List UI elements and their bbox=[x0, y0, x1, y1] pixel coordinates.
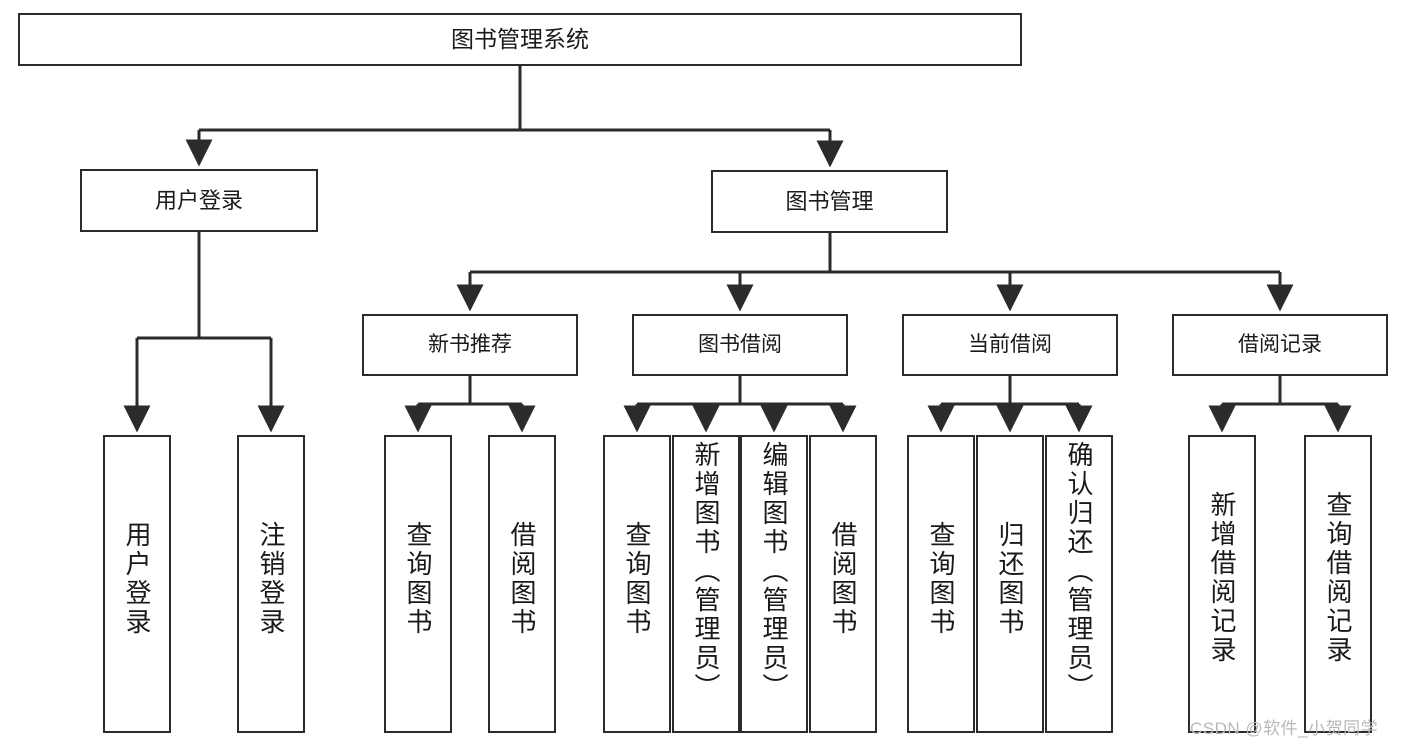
node-label: 用户登录 bbox=[122, 521, 152, 637]
leaf-logout[interactable]: 注销登录 bbox=[237, 435, 305, 733]
node-book-borrow[interactable]: 图书借阅 bbox=[632, 314, 848, 376]
leaf-edit-book-admin[interactable]: 编辑图书（管理员） bbox=[740, 435, 808, 733]
node-book-management[interactable]: 图书管理 bbox=[711, 170, 948, 233]
node-label: 借阅图书 bbox=[828, 521, 858, 637]
node-new-book-recommend[interactable]: 新书推荐 bbox=[362, 314, 578, 376]
leaf-add-borrow-record[interactable]: 新增借阅记录 bbox=[1188, 435, 1256, 733]
node-label: 新增借阅记录 bbox=[1207, 491, 1237, 665]
node-label: 图书借阅 bbox=[698, 332, 782, 356]
leaf-query-borrow-record[interactable]: 查询借阅记录 bbox=[1304, 435, 1372, 733]
node-label: 编辑图书（管理员） bbox=[759, 441, 789, 702]
leaf-borrow-book-rec[interactable]: 借阅图书 bbox=[488, 435, 556, 733]
watermark-text: CSDN @软件_小贺同学 bbox=[1190, 719, 1379, 738]
leaf-user-login[interactable]: 用户登录 bbox=[103, 435, 171, 733]
node-label: 借阅记录 bbox=[1238, 332, 1322, 356]
node-borrow-record[interactable]: 借阅记录 bbox=[1172, 314, 1388, 376]
node-label: 查询借阅记录 bbox=[1323, 491, 1353, 665]
leaf-borrow-book[interactable]: 借阅图书 bbox=[809, 435, 877, 733]
leaf-add-book-admin[interactable]: 新增图书（管理员） bbox=[672, 435, 740, 733]
leaf-query-book-current[interactable]: 查询图书 bbox=[907, 435, 975, 733]
node-label: 借阅图书 bbox=[507, 521, 537, 637]
node-label: 新书推荐 bbox=[428, 332, 512, 356]
node-label: 注销登录 bbox=[256, 521, 286, 637]
node-user-login[interactable]: 用户登录 bbox=[80, 169, 318, 232]
node-label: 归还图书 bbox=[995, 521, 1025, 637]
node-label: 查询图书 bbox=[926, 521, 956, 637]
leaf-query-book-rec[interactable]: 查询图书 bbox=[384, 435, 452, 733]
node-label: 图书管理 bbox=[785, 188, 874, 214]
node-label: 新增图书（管理员） bbox=[691, 441, 721, 702]
node-current-borrow[interactable]: 当前借阅 bbox=[902, 314, 1118, 376]
leaf-query-book-borrow[interactable]: 查询图书 bbox=[603, 435, 671, 733]
leaf-confirm-return-admin[interactable]: 确认归还（管理员） bbox=[1045, 435, 1113, 733]
node-label: 查询图书 bbox=[622, 521, 652, 637]
node-label: 用户登录 bbox=[154, 187, 243, 213]
node-label: 确认归还（管理员） bbox=[1064, 441, 1094, 702]
node-label: 当前借阅 bbox=[968, 332, 1052, 356]
node-root-system[interactable]: 图书管理系统 bbox=[18, 13, 1022, 66]
node-label: 图书管理系统 bbox=[451, 25, 589, 52]
node-label: 查询图书 bbox=[403, 521, 433, 637]
leaf-return-book[interactable]: 归还图书 bbox=[976, 435, 1044, 733]
